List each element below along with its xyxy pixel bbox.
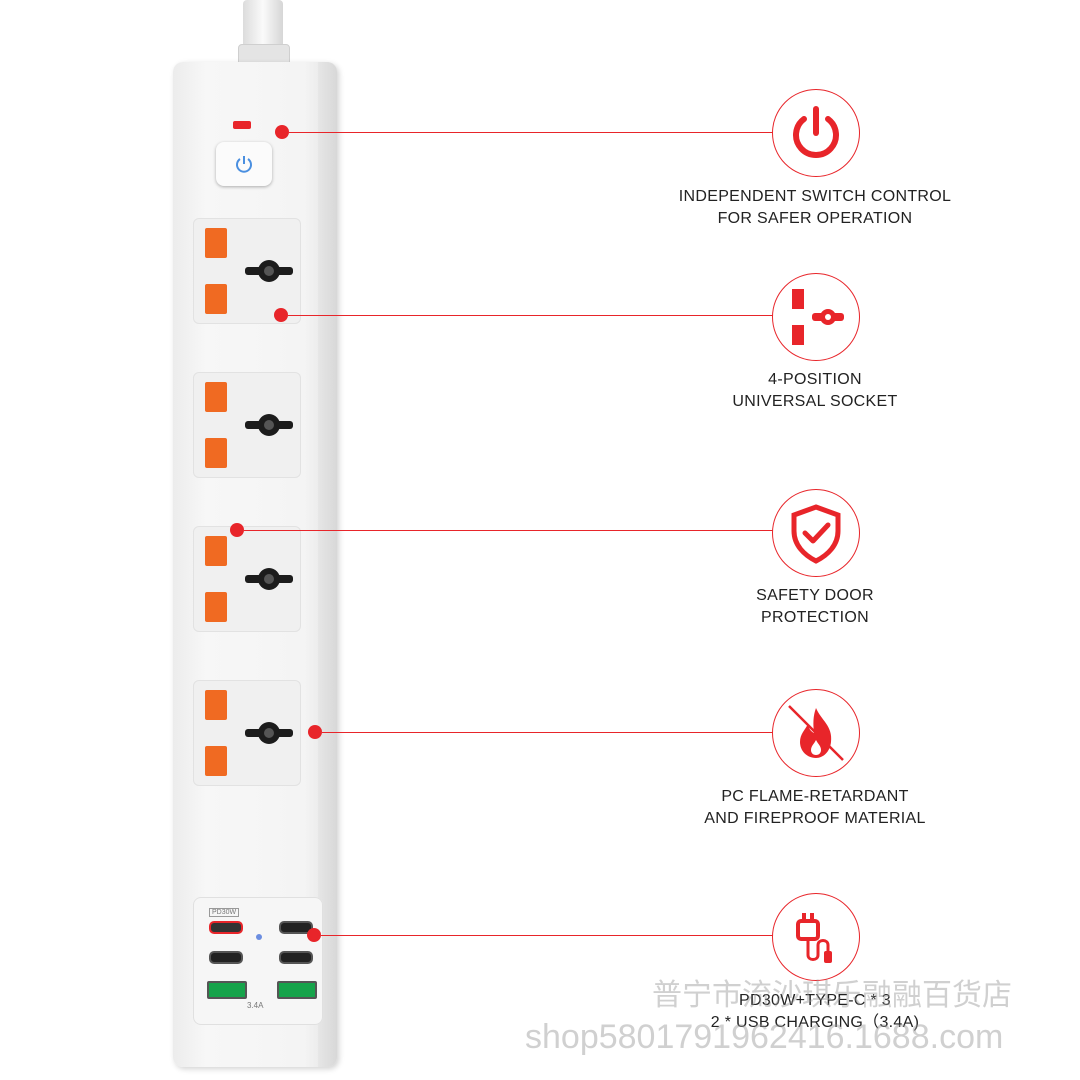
callout-line-usb — [321, 935, 774, 936]
caption-switch: INDEPENDENT SWITCH CONTROL FOR SAFER OPE… — [665, 186, 965, 230]
usb-a-port[interactable] — [207, 981, 247, 999]
power-indicator-led — [233, 121, 251, 129]
caption-safety: SAFETY DOOR PROTECTION — [665, 585, 965, 629]
feature-safety — [772, 489, 860, 577]
caption-line-1: 4-POSITION — [768, 371, 862, 388]
caption-line-2: 2 * USB CHARGING（3.4A) — [710, 1014, 920, 1031]
callout-dot-material — [308, 725, 322, 739]
socket-3[interactable] — [193, 526, 301, 632]
usb-a-port[interactable] — [277, 981, 317, 999]
feature-usb — [772, 893, 860, 981]
callout-line-material — [322, 732, 774, 733]
feature-material — [772, 689, 860, 777]
socket-pin — [205, 592, 227, 622]
socket-pin — [205, 228, 227, 258]
type-c-port[interactable] — [279, 921, 313, 934]
callout-dot-usb — [307, 928, 321, 942]
socket-pin — [205, 382, 227, 412]
callout-line-safety — [244, 530, 774, 531]
watermark-shop-name: 普宁市流沙琪乐融融百货店 — [652, 979, 1012, 1012]
earth-hole — [245, 568, 293, 590]
power-icon — [793, 106, 839, 158]
callout-dot-socket — [274, 308, 288, 322]
earth-hole — [245, 722, 293, 744]
caption-line-1: SAFETY DOOR — [756, 587, 874, 604]
callout-dot-switch — [275, 125, 289, 139]
socket-pin — [205, 536, 227, 566]
socket-pin — [205, 284, 227, 314]
no-fire-icon — [788, 705, 844, 761]
caption-line-1: PD30W+TYPE-C * 3 — [739, 992, 891, 1009]
earth-hole — [245, 260, 293, 282]
caption-usb: PD30W+TYPE-C * 3 2 * USB CHARGING（3.4A) — [665, 990, 965, 1034]
shield-check-icon — [791, 504, 841, 564]
caption-material: PC FLAME-RETARDANT AND FIREPROOF MATERIA… — [665, 786, 965, 830]
feature-socket — [772, 273, 860, 361]
caption-line-2: AND FIREPROOF MATERIAL — [704, 810, 926, 827]
socket-4[interactable] — [193, 680, 301, 786]
socket-icon — [792, 289, 844, 345]
pd-port-label: PD30W — [209, 908, 240, 917]
caption-line-1: INDEPENDENT SWITCH CONTROL — [678, 188, 952, 205]
socket-2[interactable] — [193, 372, 301, 478]
caption-line-2: FOR SAFER OPERATION — [717, 210, 913, 227]
pd-type-c-port[interactable] — [209, 921, 243, 934]
callout-line-switch — [289, 132, 774, 133]
power-button-icon — [236, 156, 252, 173]
power-strip-side — [318, 62, 337, 1067]
socket-pin — [205, 438, 227, 468]
caption-line-2: UNIVERSAL SOCKET — [732, 393, 898, 410]
usb-charging-panel — [193, 897, 323, 1025]
usb-amp-label: 3.4A — [247, 1001, 264, 1010]
usb-indicator-led — [256, 934, 262, 940]
callout-dot-safety — [230, 523, 244, 537]
socket-pin — [205, 690, 227, 720]
caption-socket: 4-POSITION UNIVERSAL SOCKET — [665, 369, 965, 413]
callout-line-socket — [288, 315, 774, 316]
feature-switch — [772, 89, 860, 177]
socket-1[interactable] — [193, 218, 301, 324]
caption-line-1: PC FLAME-RETARDANT — [721, 788, 909, 805]
usb-cable-icon — [796, 913, 832, 963]
power-switch-button[interactable] — [216, 142, 272, 186]
earth-hole — [245, 414, 293, 436]
socket-pin — [205, 746, 227, 776]
type-c-port[interactable] — [209, 951, 243, 964]
watermark-shop-url: shop5801791962416.1688.com — [525, 1018, 1004, 1056]
caption-line-2: PROTECTION — [761, 609, 869, 626]
type-c-port[interactable] — [279, 951, 313, 964]
